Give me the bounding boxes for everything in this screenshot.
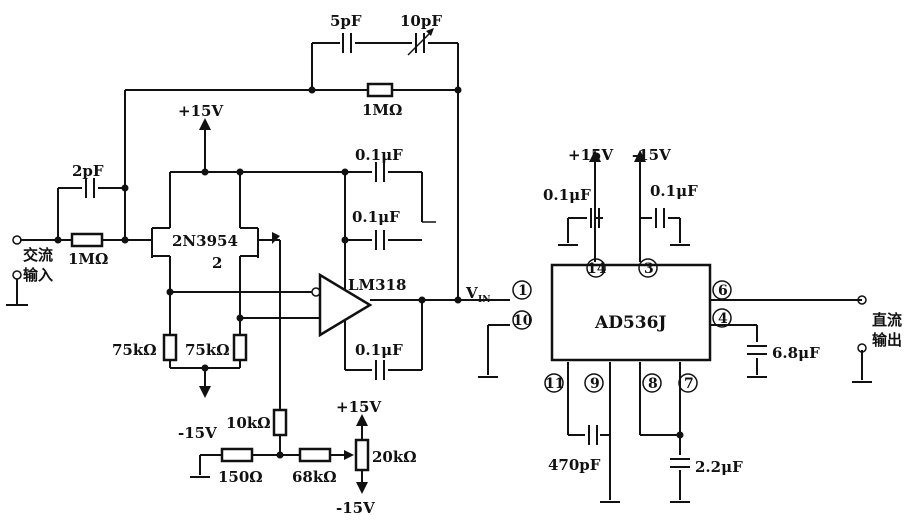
ic-ad536j-body bbox=[550, 263, 712, 362]
wires bbox=[20, 42, 863, 500]
opamp-lm318-symbol bbox=[311, 272, 373, 338]
label-1m-input: 1MΩ bbox=[68, 250, 108, 268]
label-lm318: LM318 bbox=[348, 276, 406, 294]
label-2pf: 2pF bbox=[72, 162, 104, 180]
pin-6: 6 bbox=[718, 283, 728, 299]
resistor-75k-left bbox=[162, 333, 178, 362]
pin-3: 3 bbox=[644, 261, 654, 277]
io-terminals bbox=[6, 235, 867, 353]
label-dc-output-1: 直流 bbox=[872, 311, 902, 329]
capacitors bbox=[85, 28, 767, 468]
label-10pf: 10pF bbox=[400, 12, 442, 30]
label-150: 150Ω bbox=[218, 468, 263, 486]
label-ac-input-1: 交流 bbox=[23, 246, 53, 264]
resistor-68k bbox=[298, 447, 332, 463]
label-c01-b: 0.1μF bbox=[352, 208, 400, 226]
resistor-75k-right bbox=[232, 333, 248, 362]
pin-7: 7 bbox=[684, 376, 694, 392]
label-ac-input-2: 输入 bbox=[23, 266, 53, 284]
label-c01-e: 0.1μF bbox=[650, 182, 698, 200]
pin-9: 9 bbox=[590, 376, 600, 392]
capacitor-01-a bbox=[375, 162, 385, 182]
label-c01-a: 0.1μF bbox=[355, 146, 403, 164]
label-c01-d: 0.1μF bbox=[543, 186, 591, 204]
label-vin: V bbox=[465, 284, 478, 302]
label-dc-output-2: 输出 bbox=[872, 331, 902, 349]
supply-arrows bbox=[199, 118, 646, 494]
labels: 5pF 10pF 1MΩ 2pF 1MΩ 2N3954 2 75kΩ 75kΩ … bbox=[23, 12, 902, 517]
pin-8: 8 bbox=[648, 376, 658, 392]
pin-markers bbox=[512, 258, 732, 393]
label-supply-p15-ic: +15V bbox=[568, 146, 613, 164]
capacitor-01-c bbox=[375, 360, 385, 380]
label-supply-m15-left: -15V bbox=[178, 424, 217, 442]
label-supply-m15-pot: -15V bbox=[336, 499, 375, 517]
capacitor-01-e bbox=[655, 208, 665, 228]
label-jfet: 2N3954 bbox=[172, 232, 238, 250]
pin-11: 11 bbox=[545, 376, 564, 392]
resistor-10k bbox=[272, 408, 288, 437]
label-ad536j: AD536J bbox=[594, 313, 666, 333]
label-jfet-number: 2 bbox=[212, 254, 222, 272]
capacitor-2pF bbox=[85, 178, 95, 198]
potentiometer-20k bbox=[354, 438, 370, 472]
ground-symbols bbox=[190, 244, 872, 503]
label-5pf: 5pF bbox=[330, 12, 362, 30]
resistor-1m-feedback bbox=[366, 82, 394, 98]
label-supply-p15-top: +15V bbox=[178, 102, 223, 120]
label-supply-m15-ic: -15V bbox=[632, 146, 671, 164]
junction-dots bbox=[54, 86, 684, 459]
pin-10: 10 bbox=[513, 313, 533, 329]
resistor-1m-input bbox=[70, 232, 104, 248]
pin-4: 4 bbox=[718, 311, 728, 327]
capacitor-5pF bbox=[342, 33, 352, 53]
capacitor-10pF-trim bbox=[407, 28, 434, 56]
pin-14: 14 bbox=[587, 261, 607, 277]
resistor-150 bbox=[220, 447, 254, 463]
capacitor-01-b bbox=[375, 230, 385, 250]
label-75k-left: 75kΩ bbox=[112, 341, 157, 359]
label-75k-right: 75kΩ bbox=[185, 341, 230, 359]
label-2-2uf: 2.2μF bbox=[695, 458, 743, 476]
capacitor-6-8uF bbox=[747, 345, 767, 355]
pin-1: 1 bbox=[518, 283, 528, 299]
label-c01-c: 0.1μF bbox=[355, 341, 403, 359]
capacitor-01-d bbox=[590, 208, 600, 228]
label-1m-feedback: 1MΩ bbox=[362, 101, 402, 119]
capacitor-470pF bbox=[588, 425, 598, 445]
label-6-8uf: 6.8μF bbox=[772, 344, 820, 362]
capacitor-2-2uF bbox=[670, 458, 690, 468]
label-68k: 68kΩ bbox=[292, 468, 337, 486]
label-10k: 10kΩ bbox=[226, 414, 271, 432]
resistors bbox=[70, 82, 394, 472]
label-pot-20k: 20kΩ bbox=[372, 448, 417, 466]
label-supply-p15-pot: +15V bbox=[336, 398, 381, 416]
label-470pf: 470pF bbox=[548, 456, 601, 474]
label-vin-subscript: IN bbox=[478, 295, 490, 305]
